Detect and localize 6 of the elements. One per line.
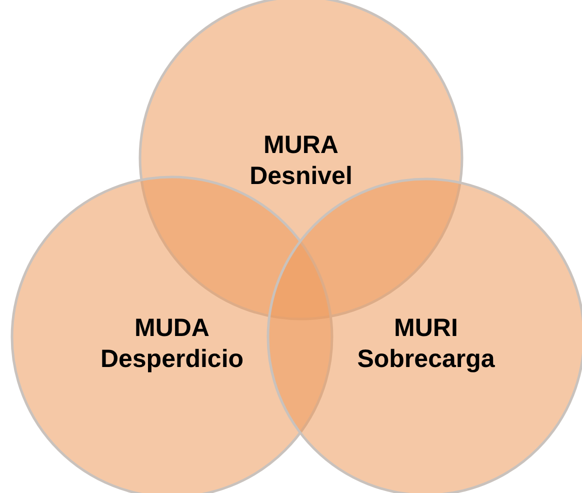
circle-label: Desperdicio	[100, 344, 244, 375]
circle-heading: MURI	[394, 313, 458, 344]
circle-label: Sobrecarga	[357, 344, 495, 375]
circle-heading: MURA	[264, 130, 338, 161]
circle-label: Desnivel	[250, 161, 352, 192]
circle-heading: MUDA	[134, 313, 210, 344]
